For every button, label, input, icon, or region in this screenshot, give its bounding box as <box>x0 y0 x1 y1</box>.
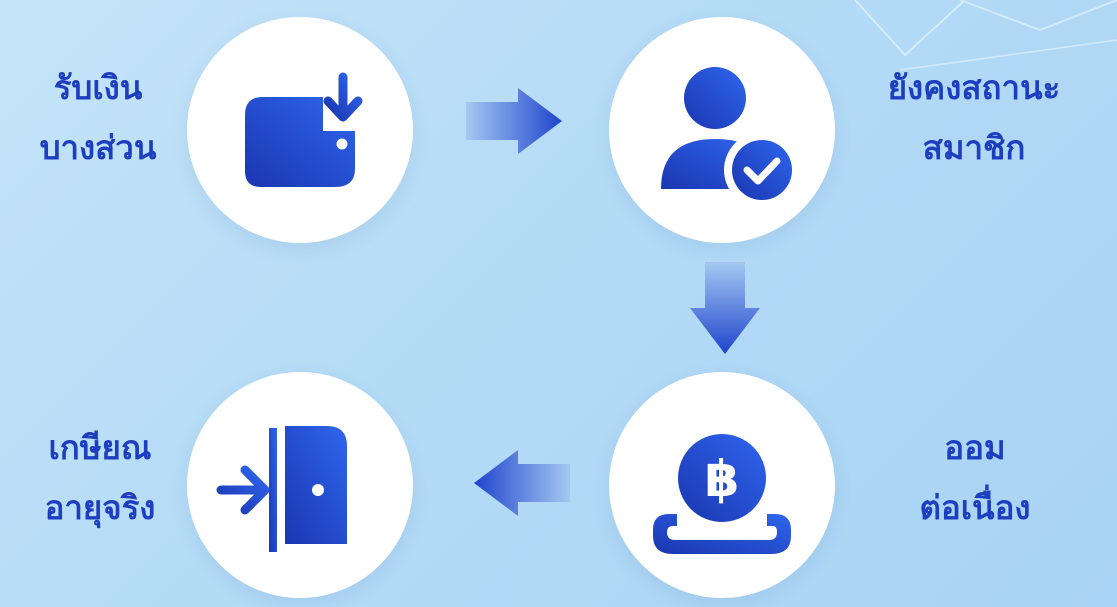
step-member-line1: ยังคงสถานะ <box>887 68 1061 107</box>
arrow-left-icon <box>474 450 570 516</box>
step-save-label: ออม ต่อเนื่อง <box>880 418 1070 538</box>
step-receive-line1: รับเงิน <box>53 68 143 107</box>
step-receive-line2: บางส่วน <box>39 128 157 167</box>
step-receive-label: รับเงิน บางส่วน <box>18 58 178 178</box>
arrow-right-icon <box>466 88 562 154</box>
arrow-down-icon <box>690 262 760 354</box>
step-receive-node <box>187 17 413 243</box>
svg-text:฿: ฿ <box>705 450 740 508</box>
step-save-node: ฿ <box>609 372 835 598</box>
step-retire-node <box>187 372 413 598</box>
step-save-line2: ต่อเนื่อง <box>919 488 1031 527</box>
step-member-line2: สมาชิก <box>922 128 1026 167</box>
step-retire-line1: เกษียณ <box>48 428 152 467</box>
step-save-line1: ออม <box>944 428 1006 467</box>
step-retire-line2: อายุจริง <box>44 488 156 527</box>
door-exit-icon <box>216 426 347 552</box>
step-member-label: ยังคงสถานะ สมาชิก <box>844 58 1104 178</box>
baht-coin-icon: ฿ <box>653 434 791 554</box>
user-check-icon <box>661 67 800 208</box>
step-retire-label: เกษียณ อายุจริง <box>20 418 180 538</box>
wallet-download-icon <box>245 72 363 187</box>
step-member-node <box>609 17 835 243</box>
